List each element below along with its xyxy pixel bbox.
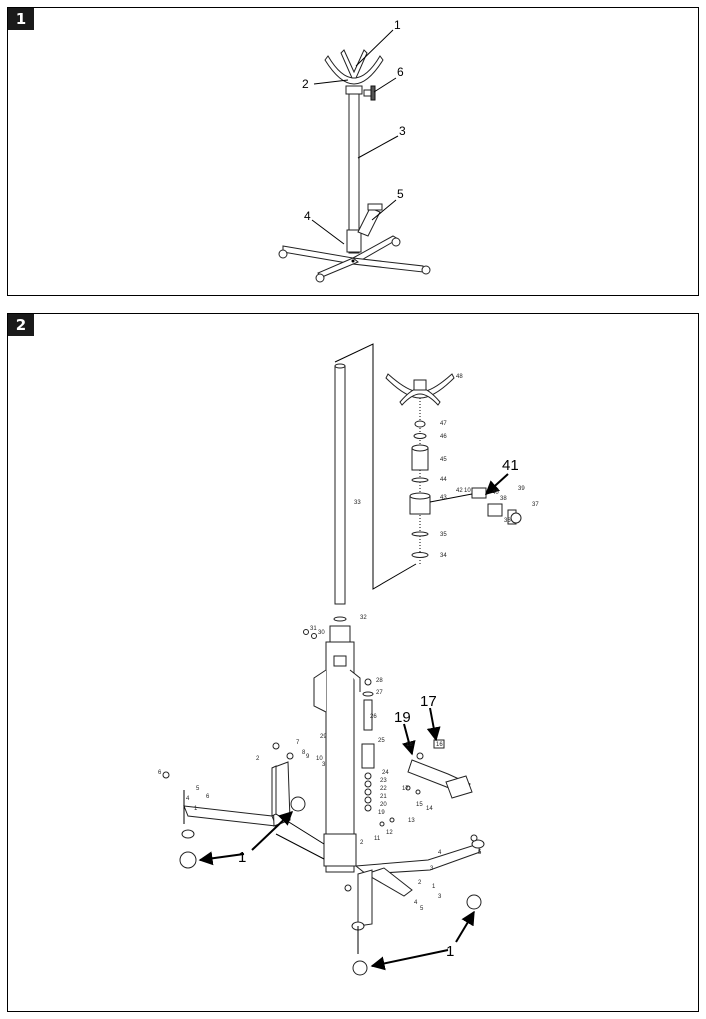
part-number-label: 33 [354,500,361,506]
figure-2-badge: 2 [8,314,34,336]
part-number-label: 4 [186,796,190,802]
part-number-label: 16 [436,742,443,748]
part-number-label: 43 [440,495,447,501]
part-number-label: 3 [430,866,434,872]
part-number-label: 30 [318,630,325,636]
part-number-label: 2 [256,756,260,762]
part-number-label: 10 [316,756,323,762]
part-number-label: 34 [440,553,447,559]
part-number-label: 45 [440,457,447,463]
hardware [162,629,478,892]
part-number-label: 5 [196,786,200,792]
figure-1-panel: 1 [7,7,699,296]
figure-1-badge: 1 [8,8,34,30]
part-number-label: 2 [418,880,422,886]
part-number-label: 3 [322,762,326,768]
part-number-label: 9 [306,754,310,760]
part-number-label: 37 [532,502,539,508]
part-number-label: 27 [376,690,383,696]
part-number-label: 44 [440,477,447,483]
callout-1-right: 1 [446,943,454,960]
part-number-label: 39 [518,486,525,492]
part-number-label: 15 [416,802,423,808]
callout-3: 3 [399,124,406,138]
part-number-label: 18 [406,742,413,748]
part-number-label: 5 [478,850,482,856]
callout-1-left: 1 [238,849,246,866]
part-number-label: 48 [456,374,463,380]
part-number-label: 3 [438,894,442,900]
part-number-label: 25 [378,738,385,744]
part-number-label: 11 [374,836,381,842]
part-number-label: 46 [440,434,447,440]
column-29 [313,616,361,873]
part-number-label: 6 [206,794,210,800]
callout-41: 41 [502,457,519,474]
part-number-label: 20 [380,802,387,808]
part-number-label: 17 [402,786,409,792]
part-number-label: 32 [360,615,367,621]
part-number-label: 40 [492,490,499,496]
stand-saddle [324,49,384,101]
tube-33 [334,363,346,605]
part-number-label: 21 [380,794,387,800]
figure-1-drawing: 1 2 6 3 5 4 [278,18,431,283]
callout-19: 19 [394,709,411,726]
figure-2-drawing: 41 19 17 1 1 484746454443421040393837363… [158,343,539,976]
part-number-label: 8 [302,750,306,756]
part-number-label: 38 [500,496,507,502]
callout-5: 5 [397,187,404,201]
stand-base [278,235,431,283]
part-number-label: 4 [438,850,442,856]
part-number-label: 2 [360,840,364,846]
callout-17: 17 [420,693,437,710]
figure-2-panel: 2 [7,313,699,1012]
callout-1: 1 [394,18,401,32]
part-number-label: 26 [370,714,377,720]
stand-pedal [357,203,383,237]
part-number-label: 6 [158,770,162,776]
part-number-label: 13 [408,818,415,824]
part-number-label: 23 [380,778,387,784]
part-number-label: 14 [426,806,433,812]
handle-41 [471,487,522,525]
part-number-label: 10 [464,488,471,494]
part-number-label: 19 [378,810,385,816]
part-number-label: 22 [380,786,387,792]
part-number-label: 5 [420,906,424,912]
callout-2: 2 [302,77,309,91]
part-number-label: 36 [504,518,511,524]
part-number-label: 42 [456,488,463,494]
callout-4: 4 [304,209,311,223]
part-number-label: 28 [376,678,383,684]
part-number-label: 31 [310,626,317,632]
part-number-label: 1 [194,806,198,812]
part-number-label: 4 [414,900,418,906]
pedal-assembly [407,739,473,799]
part-number-label: 24 [382,770,389,776]
part-number-label: 35 [440,532,447,538]
callout-6: 6 [397,65,404,79]
part-number-label: 29 [320,734,327,740]
base-right [351,839,485,976]
spring-25 [361,678,375,812]
part-number-label: 12 [386,830,393,836]
part-number-label: 1 [432,884,436,890]
base-left [179,761,325,869]
part-number-label: 7 [296,740,300,746]
part-number-label: 47 [440,421,447,427]
saddle-48 [385,373,455,406]
stand-column [345,85,363,254]
